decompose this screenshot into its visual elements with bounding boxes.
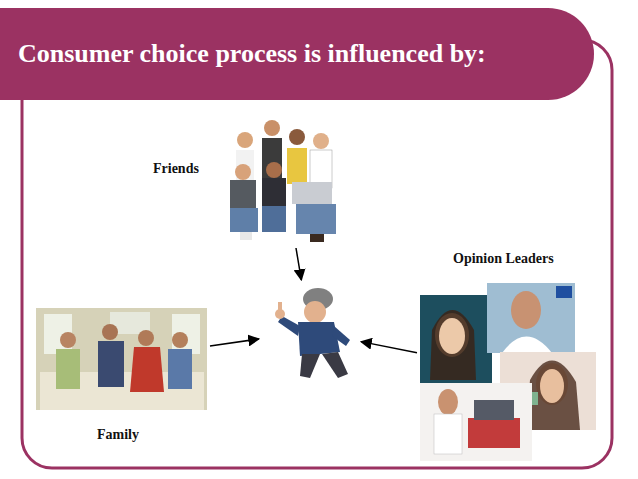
influence-arrow	[361, 342, 417, 353]
slide-title: Consumer choice process is influenced by…	[18, 38, 486, 70]
consumer-node	[262, 283, 358, 380]
friends-node: Friends	[225, 120, 345, 245]
family-node: Family	[36, 308, 207, 410]
consumer-figure	[275, 288, 350, 378]
influence-arrow	[296, 248, 301, 280]
node-label: Opinion Leaders	[453, 250, 554, 268]
opinion-leaders-collage	[420, 283, 596, 461]
content-frame	[22, 40, 612, 468]
title-bar	[0, 8, 594, 100]
node-label: Family	[97, 426, 139, 444]
opinion-leaders-node: Opinion Leaders	[420, 280, 598, 462]
friends-photo	[230, 120, 336, 242]
influence-arrow	[210, 339, 259, 346]
node-label: Friends	[153, 160, 199, 178]
family-photo	[36, 308, 207, 410]
